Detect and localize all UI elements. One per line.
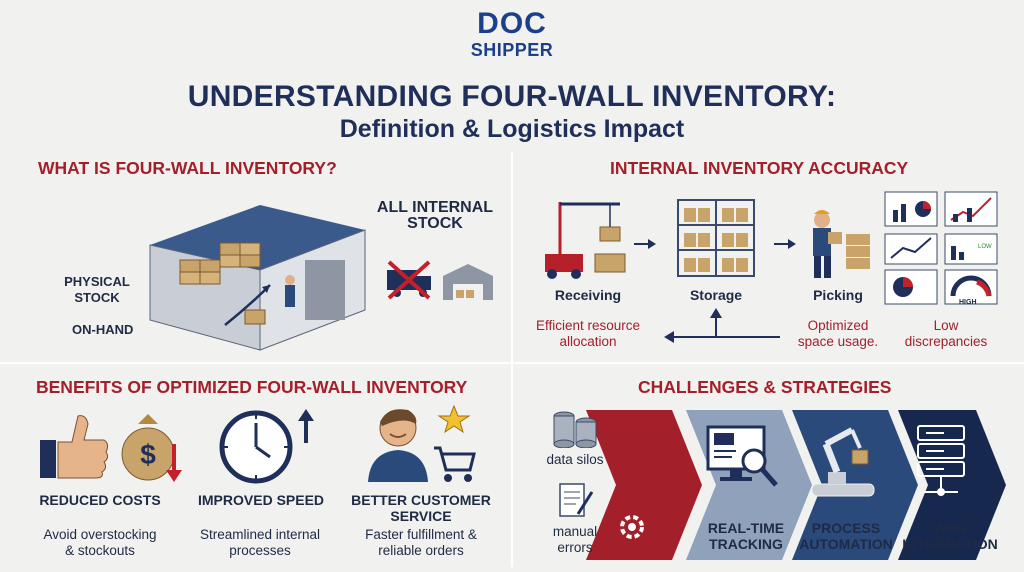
step-storage: Storage [689, 287, 743, 303]
problem-manual-errors: manual errors [552, 524, 598, 555]
arrow-right-icon [634, 239, 656, 249]
on-hand-label: ON-HAND [72, 322, 134, 337]
strategy-real-time-tracking: REAL-TIME TRACKING [707, 520, 785, 552]
logo-brand-top: DOC [477, 7, 547, 40]
benefit-desc-reduced-costs: Avoid overstocking & stockouts [43, 527, 157, 558]
strategy-wms-integration: WMS INTEGRATION [902, 520, 998, 552]
benefit-title-improved-speed: IMPROVED SPEED [198, 492, 325, 508]
document-pen-icon [559, 483, 594, 517]
benefit-desc-improved-speed: Streamlined internal processes [199, 527, 321, 558]
divider-horizontal [0, 362, 1024, 364]
divider-vertical [511, 152, 513, 567]
note-efficient-allocation: Efficient resource allocation [535, 318, 641, 349]
clock-icon [219, 409, 314, 484]
server-rack-icon [917, 425, 965, 496]
gauge-low-label: LOW [978, 244, 992, 250]
database-icon [553, 411, 597, 448]
benefits-heading: BENEFITS OF OPTIMIZED FOUR-WALL INVENTOR… [36, 377, 468, 397]
what-is-heading: WHAT IS FOUR-WALL INVENTORY? [38, 158, 337, 178]
storage-shelves-icon [677, 199, 755, 277]
thumbs-up-money-icon: $ [40, 414, 182, 482]
step-picking: Picking [813, 287, 863, 303]
crane-forklift-icon [545, 202, 626, 279]
note-optimized-space: Optimized space usage. [797, 318, 879, 349]
truck-crossed-icon [387, 260, 493, 300]
page-subtitle: Definition & Logistics Impact [339, 115, 685, 143]
customer-service-icon [368, 404, 476, 482]
gauge-high-label: HIGH [959, 299, 977, 306]
warehouse-icon [149, 205, 366, 351]
benefit-title-better-service: BETTER CUSTOMER SERVICE [351, 492, 491, 524]
svg-text:$: $ [140, 439, 156, 470]
page-title: UNDERSTANDING FOUR-WALL INVENTORY: [187, 80, 837, 113]
gear-icon [620, 515, 644, 539]
benefit-desc-better-service: Faster fulfillment & reliable orders [365, 527, 477, 558]
analytics-dashboard-icon [884, 191, 998, 305]
physical-stock-label: PHYSICAL STOCK [64, 274, 130, 305]
strategy-process-automation: PROCESS AUTOMATION [799, 520, 893, 552]
chevron-challenge [586, 410, 702, 560]
problem-data-silos: data silos [546, 452, 604, 467]
docshipper-logo: DOC SHIPPER [462, 8, 562, 74]
arrow-right-icon-2 [774, 239, 796, 249]
benefit-title-reduced-costs: REDUCED COSTS [39, 492, 161, 508]
note-low-discrepancies: Low discrepancies [904, 318, 988, 349]
robot-arm-icon [811, 427, 875, 497]
accuracy-heading: INTERNAL INVENTORY ACCURACY [610, 158, 909, 178]
feedback-loop-arrow [664, 308, 780, 343]
chevron-wms [898, 410, 1006, 560]
all-internal-stock-label: ALL INTERNAL STOCK [376, 199, 494, 232]
logo-brand-bottom: SHIPPER [470, 40, 554, 60]
picking-worker-icon [813, 210, 870, 278]
tracking-monitor-icon [706, 425, 778, 487]
step-receiving: Receiving [554, 287, 622, 303]
challenges-heading: CHALLENGES & STRATEGIES [638, 377, 892, 397]
